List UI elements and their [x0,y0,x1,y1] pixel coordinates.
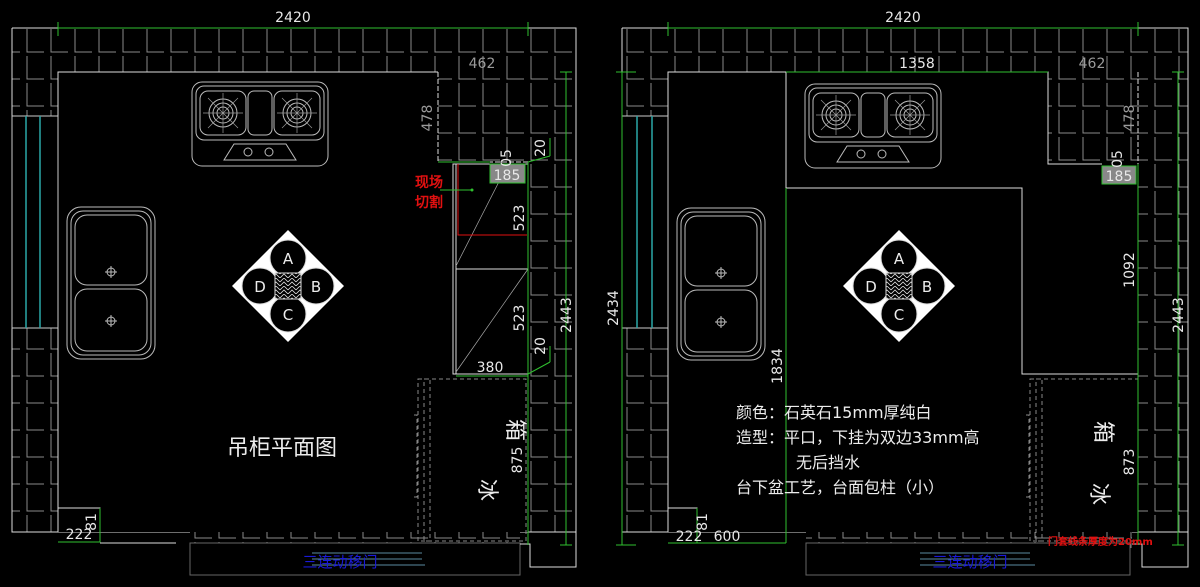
dim-cabinet-width: 380 [477,360,504,376]
fridge-label-char2: 箱 [1090,421,1115,443]
door-trim-note: 门套线条厚度为20mm [1048,535,1153,548]
spec-line-color: 颜色：石英石15mm厚纯白 [736,403,932,422]
label-box-185 [489,163,526,184]
dimension-lines-right [616,22,1184,546]
sliding-door: 三连动移门 [189,542,521,576]
window-right [621,115,669,329]
compass-label-a: A [283,250,294,268]
dim-box-185: 185 [494,168,521,184]
dim-gap-05: 05 [1110,150,1126,168]
wall-cabinet [452,163,529,377]
dim-right-height: 2443 [1171,297,1187,333]
compass-label-a: A [894,250,905,268]
cut-note-line1: 现场 [415,175,443,191]
dim-corner-width: 462 [469,56,496,72]
spec-line-shape: 造型：平口，下挂为双边33mm高 [736,428,980,447]
sliding-door-right: 三连动移门 [805,542,1131,576]
dim-fridge-depth: 875 [510,447,526,474]
countertop-outline [785,72,1138,375]
fridge-label-char2: 箱 [502,419,527,441]
dim-corner-depth: 478 [420,105,436,132]
dim-col-width: 222 [66,527,93,543]
inner-wall [57,71,438,532]
dim-counter-width: 1358 [899,56,935,72]
dim-counter-depth-left: 1834 [770,348,786,384]
dim-corner-depth: 478 [1122,105,1138,132]
dim-corner-width: 462 [1079,56,1106,72]
dim-col-width: 222 [676,529,703,545]
dim-right-height: 2443 [559,297,575,333]
compass-label-b: B [311,278,321,296]
cut-note-line2: 切割 [415,194,443,211]
dim-cabinet-lower: 523 [512,305,528,332]
compass-label-c: C [894,306,904,324]
dim-col-depth: 81 [695,513,711,531]
compass-icon-right: A B C D [843,230,955,342]
compass-label-c: C [283,306,293,324]
door-label: 三连动移门 [302,553,377,571]
compass-label-d: D [865,278,877,296]
plan-title: 吊柜平面图 [227,436,337,461]
dim-bottom-width: 600 [714,529,741,545]
dim-top-width: 2420 [885,10,921,26]
dim-counter-depth-right: 1092 [1122,252,1138,288]
dim-fridge-depth: 873 [1122,449,1138,476]
label-box-185 [1101,165,1137,185]
dim-offset-top: 20 [533,139,549,157]
dimension-lines [57,22,572,546]
door-label: 三连动移门 [932,553,1007,571]
window [11,115,59,329]
spec-line-sink: 台下盆工艺，台面包柱（小） [736,478,944,497]
dim-box-185: 185 [1106,169,1133,185]
compass-label-b: B [922,278,932,296]
left-plan: A B C D 箱 冰 三连动移门 [11,10,577,576]
dim-top-width: 2420 [275,10,311,26]
fridge-label-char1: 冰 [474,479,499,501]
dim-gap-05: 05 [499,149,515,167]
dim-col-depth: 81 [84,513,100,531]
spec-line-backsplash: 无后挡水 [796,453,860,472]
dim-offset-bottom: 20 [533,337,549,355]
dim-cabinet-upper: 523 [512,205,528,232]
compass-icon: A B C D [232,230,344,342]
fridge-label-char1: 冰 [1086,483,1111,505]
dim-left-height: 2434 [606,290,622,326]
right-plan: A B C D 箱 冰 三连动移门 [606,10,1189,576]
compass-label-d: D [254,278,266,296]
